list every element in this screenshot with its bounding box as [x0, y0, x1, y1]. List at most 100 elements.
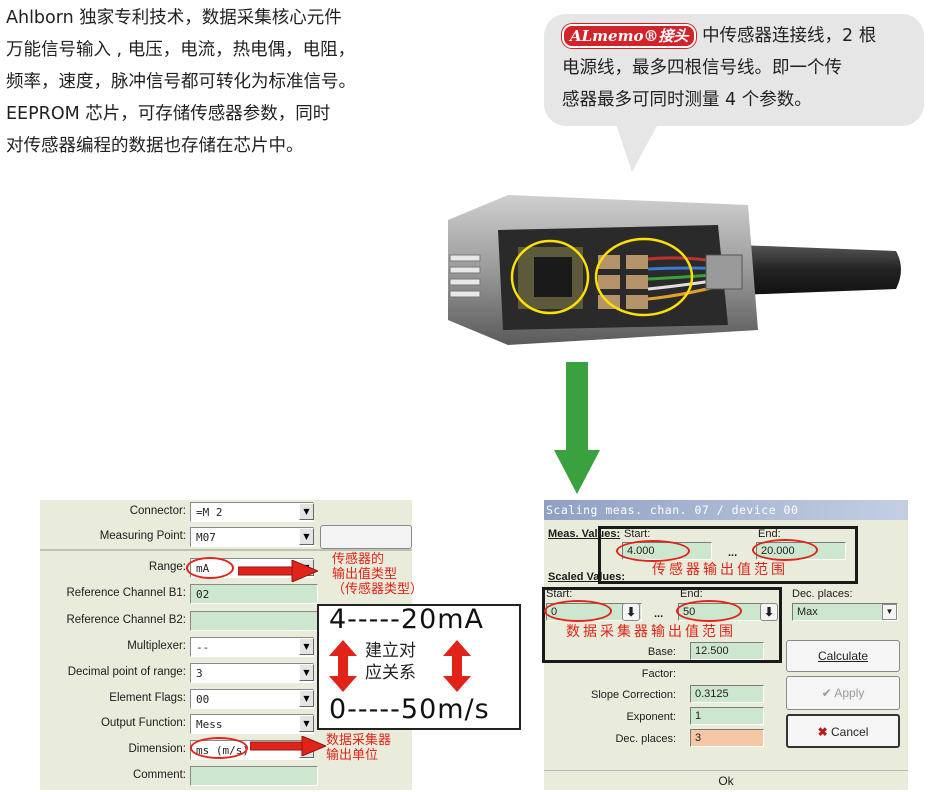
measuring-point-label: Measuring Point:: [99, 530, 186, 542]
chevron-down-icon[interactable]: ▼: [299, 664, 314, 681]
calculate-button[interactable]: Calculate: [786, 640, 900, 672]
mapping-output-range: 0-----50m/s: [329, 694, 490, 725]
measuring-point-select[interactable]: M07: [190, 527, 314, 547]
multiplexer-select[interactable]: --: [190, 637, 314, 657]
chevron-down-icon[interactable]: ▼: [299, 690, 314, 707]
down-arrow-icon: [554, 362, 600, 494]
scaled-start-ring: [544, 600, 612, 622]
dec-places2-field[interactable]: 3: [690, 729, 764, 747]
bubble-line: 感器最多可同时测量 4 个参数。: [562, 90, 812, 110]
range-highlight-ring: [186, 557, 234, 579]
speech-bubble-text: ALmemo®接头 中传感器连接线，2 根 电源线，最多四根信号线。即一个传 感…: [562, 20, 914, 116]
element-flags-row: Element Flags: 00 ▼: [40, 689, 412, 711]
measuring-point-row: Measuring Point: M07 ▼: [40, 527, 412, 549]
description-line: Ahlborn 独家专利技术，数据采集核心元件: [6, 8, 342, 28]
sensor-range-note: 传感器输出值范围: [652, 562, 788, 578]
scaled-end-ring: [676, 600, 742, 622]
decimal-point-label: Decimal point of range:: [67, 666, 186, 678]
output-function-select[interactable]: Mess: [190, 714, 314, 734]
connector-label: Connector:: [129, 505, 186, 517]
base-field[interactable]: 12.500: [690, 642, 764, 660]
connector-row: Connector: =M 2 ▼: [40, 502, 412, 524]
multiplexer-row: Multiplexer: -- ▼: [40, 637, 412, 659]
slope-label: Slope Correction:: [591, 689, 676, 701]
reference-b2-label: Reference Channel B2:: [66, 614, 186, 626]
output-function-row: Output Function: Mess ▼: [40, 714, 412, 736]
blank-button[interactable]: [320, 525, 412, 549]
chevron-down-icon[interactable]: ▼: [299, 715, 314, 732]
range-ellipsis: ...: [728, 547, 738, 559]
decimal-point-select[interactable]: 3: [190, 663, 314, 683]
description-line: 万能信号输入 , 电压，电流，热电偶，电阻，: [6, 40, 356, 60]
description-line: 对传感器编程的数据也存储在芯片中。: [6, 136, 304, 156]
almemo-brand-logo: ALmemo®接头: [562, 24, 697, 48]
logger-range-frame: [542, 587, 782, 663]
reference-b2-row: Reference Channel B2:: [40, 611, 412, 633]
factor-label: Factor:: [641, 668, 676, 680]
meas-end-ring: [752, 539, 818, 561]
exponent-field[interactable]: 1: [690, 707, 764, 725]
output-function-label: Output Function:: [100, 717, 186, 729]
range-label: Range:: [148, 561, 186, 573]
mapping-caption: 建立对 应关系: [365, 641, 416, 683]
chevron-down-icon[interactable]: ▼: [299, 638, 314, 655]
multiplexer-label: Multiplexer:: [127, 640, 186, 652]
element-flags-select[interactable]: 00: [190, 689, 314, 709]
dialog-title: Scaling meas. chan. 07 / device 00: [544, 500, 908, 520]
chevron-down-icon[interactable]: ▼: [299, 528, 314, 545]
speech-bubble-tail: [616, 124, 658, 172]
red-arrow-right-icon: [250, 736, 326, 756]
calculate-label: Calculate: [817, 649, 869, 663]
dimension-label: Dimension:: [128, 743, 186, 755]
dec-places-select[interactable]: Max: [792, 603, 898, 621]
connector-select[interactable]: =M 2: [190, 502, 314, 522]
exponent-label: Exponent:: [626, 711, 676, 723]
bubble-line: 电源线，最多四根信号线。即一个传: [562, 58, 842, 78]
bubble-line: 中传感器连接线，2 根: [702, 26, 877, 46]
logger-unit-note: 数据采集器 输出单位: [326, 733, 392, 763]
chevron-down-icon[interactable]: ▼: [882, 604, 897, 620]
ok-button[interactable]: Ok: [544, 770, 908, 790]
base-label: Base:: [647, 646, 676, 658]
sensor-range-frame: [598, 526, 858, 584]
description-line: 频率，速度，脉冲信号都可转化为标准信号。: [6, 72, 356, 92]
double-arrow-icon: [443, 640, 471, 692]
decimal-point-row: Decimal point of range: 3 ▼: [40, 663, 412, 685]
double-arrow-icon: [329, 640, 357, 692]
mapping-box: 4-----20mA 0-----50m/s 建立对 应关系: [317, 604, 521, 730]
reference-b1-row: Reference Channel B1: 02: [40, 584, 412, 606]
scaled-range-ellipsis: ...: [654, 608, 664, 620]
chevron-down-icon[interactable]: ▼: [299, 503, 314, 520]
dec-places2-label: Dec. places:: [615, 733, 676, 745]
element-flags-label: Element Flags:: [109, 692, 186, 704]
sensor-type-note: 传感器的 输出值类型 （传感器类型）: [332, 552, 424, 597]
apply-label: Apply: [834, 686, 865, 700]
scaled-start-label: Start:: [546, 588, 573, 600]
almemo-connector-image: [448, 195, 901, 345]
red-arrow-right-icon: [238, 560, 318, 582]
dimension-highlight-ring: [190, 737, 248, 759]
arrow-down-icon[interactable]: ⬇: [622, 603, 640, 621]
check-icon: ✔: [821, 686, 832, 700]
meas-start-ring: [616, 540, 690, 562]
reference-b2-field[interactable]: [190, 611, 318, 631]
end-label: End:: [758, 528, 781, 540]
dec-places-label: Dec. places:: [792, 588, 853, 600]
reference-b1-field[interactable]: 02: [190, 584, 318, 604]
logger-range-note: 数据采集器输出值范围: [566, 624, 736, 640]
product-description: Ahlborn 独家专利技术，数据采集核心元件 万能信号输入 , 电压，电流，热…: [6, 2, 416, 162]
mapping-input-range: 4-----20mA: [329, 604, 485, 635]
cancel-label: Cancel: [831, 725, 869, 739]
slope-field[interactable]: 0.3125: [690, 685, 764, 703]
scaled-end-label: End:: [680, 588, 703, 600]
start-label: Start:: [624, 528, 651, 540]
apply-button[interactable]: ✔ Apply: [786, 676, 900, 710]
meas-values-label: Meas. Values:: [548, 528, 621, 540]
arrow-down-icon[interactable]: ⬇: [760, 603, 778, 621]
scaled-values-label: Scaled Values:: [548, 571, 626, 583]
cancel-button[interactable]: ✖ Cancel: [786, 714, 900, 748]
divider: [40, 549, 412, 551]
close-icon: ✖: [817, 725, 828, 739]
description-line: EEPROM 芯片，可存储传感器参数，同时: [6, 104, 331, 124]
comment-field[interactable]: [190, 766, 318, 786]
